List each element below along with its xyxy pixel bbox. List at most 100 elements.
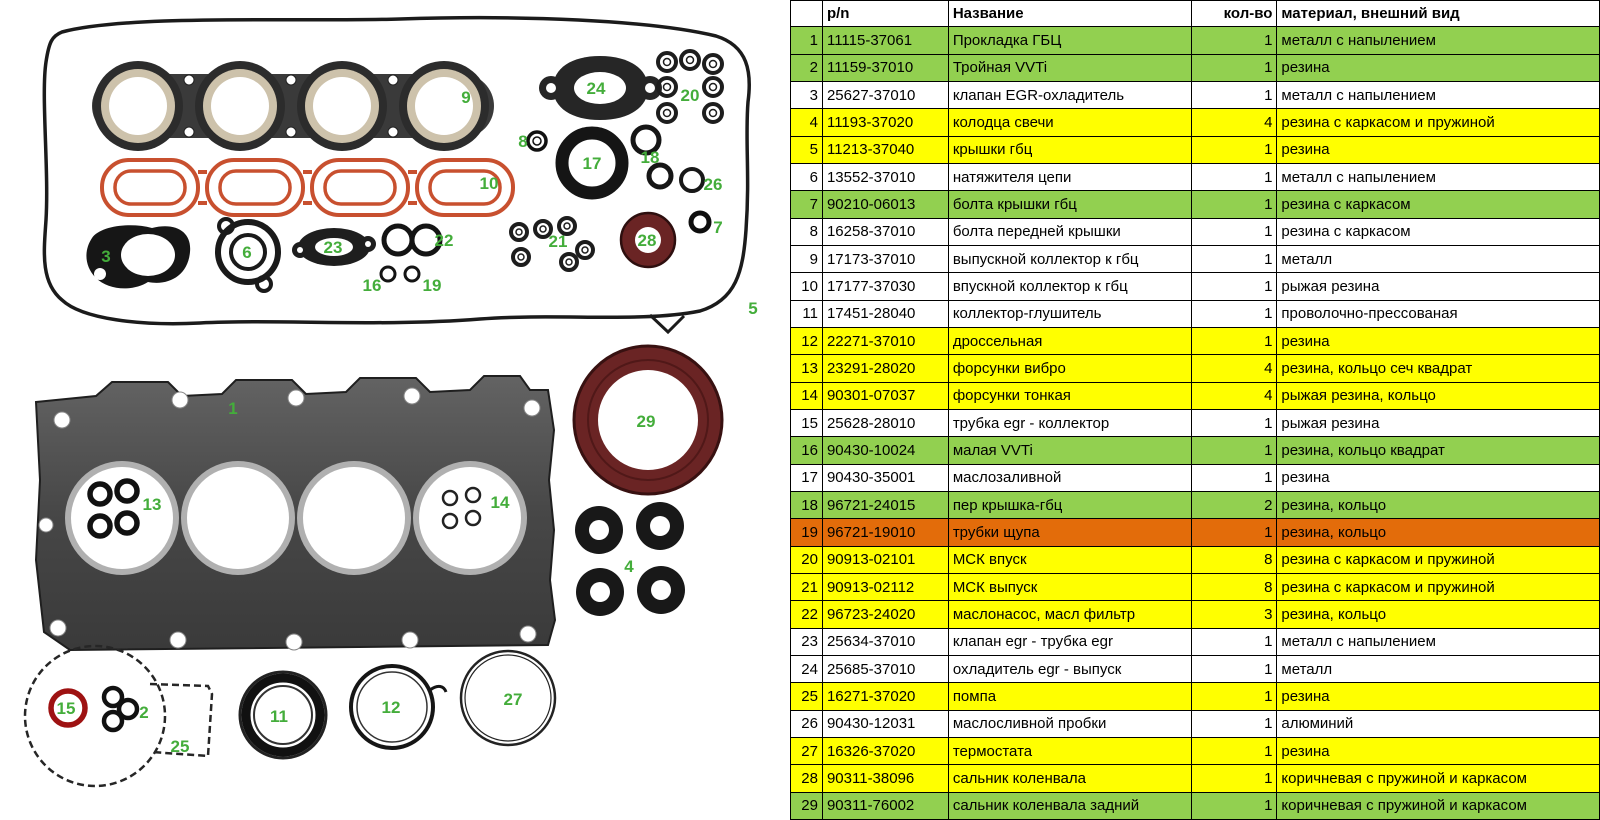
cell-qty[interactable]: 1 bbox=[1191, 191, 1278, 219]
header-qty[interactable]: кол-во bbox=[1191, 0, 1278, 28]
header-pn[interactable]: p/n bbox=[822, 0, 949, 28]
cell-part-number[interactable]: 11159-37010 bbox=[822, 54, 949, 82]
cell-name[interactable]: форсунки тонкая bbox=[948, 382, 1192, 410]
cell-material[interactable]: резина, кольцо квадрат bbox=[1277, 437, 1600, 465]
cell-qty[interactable]: 3 bbox=[1191, 601, 1278, 629]
cell-material[interactable]: резина bbox=[1277, 54, 1600, 82]
cell-material[interactable]: резина с каркасом bbox=[1277, 191, 1600, 219]
cell-part-number[interactable]: 25634-37010 bbox=[822, 628, 949, 656]
cell-name[interactable]: Прокладка ГБЦ bbox=[948, 27, 1192, 55]
cell-name[interactable]: малая VVTi bbox=[948, 437, 1192, 465]
cell-qty[interactable]: 1 bbox=[1191, 765, 1278, 793]
cell-material[interactable]: рыжая резина, кольцо bbox=[1277, 382, 1600, 410]
cell-part-number[interactable]: 11193-37020 bbox=[822, 109, 949, 137]
cell-part-number[interactable]: 96723-24020 bbox=[822, 601, 949, 629]
cell-part-number[interactable]: 90430-10024 bbox=[822, 437, 949, 465]
cell-name[interactable]: натяжителя цепи bbox=[948, 163, 1192, 192]
cell-row-number[interactable]: 7 bbox=[791, 191, 823, 219]
cell-part-number[interactable]: 90301-07037 bbox=[822, 382, 949, 410]
cell-row-number[interactable]: 26 bbox=[791, 710, 823, 738]
cell-row-number[interactable]: 17 bbox=[791, 464, 823, 492]
cell-part-number[interactable]: 25628-28010 bbox=[822, 409, 949, 438]
cell-material[interactable]: металл с напылением bbox=[1277, 163, 1600, 192]
cell-name[interactable]: Тройная VVTi bbox=[948, 54, 1192, 82]
cell-qty[interactable]: 1 bbox=[1191, 245, 1278, 274]
cell-row-number[interactable]: 29 bbox=[791, 792, 823, 820]
cell-name[interactable]: колодца свечи bbox=[948, 109, 1192, 137]
cell-row-number[interactable]: 4 bbox=[791, 109, 823, 137]
cell-name[interactable]: коллектор-глушитель bbox=[948, 300, 1192, 328]
cell-name[interactable]: сальник коленвала задний bbox=[948, 792, 1192, 820]
cell-name[interactable]: дроссельная bbox=[948, 327, 1192, 356]
cell-material[interactable]: металл с напылением bbox=[1277, 27, 1600, 55]
cell-row-number[interactable]: 11 bbox=[791, 300, 823, 328]
cell-name[interactable]: форсунки вибро bbox=[948, 355, 1192, 383]
cell-material[interactable]: резина, кольцо bbox=[1277, 601, 1600, 629]
cell-row-number[interactable]: 8 bbox=[791, 218, 823, 246]
cell-material[interactable]: резина, кольцо bbox=[1277, 491, 1600, 520]
cell-part-number[interactable]: 90430-35001 bbox=[822, 464, 949, 492]
cell-row-number[interactable]: 6 bbox=[791, 163, 823, 192]
cell-material[interactable]: коричневая с пружиной и каркасом bbox=[1277, 792, 1600, 820]
cell-material[interactable]: рыжая резина bbox=[1277, 409, 1600, 438]
cell-part-number[interactable]: 90311-38096 bbox=[822, 765, 949, 793]
cell-row-number[interactable]: 9 bbox=[791, 245, 823, 274]
cell-part-number[interactable]: 11213-37040 bbox=[822, 136, 949, 164]
cell-name[interactable]: МСК выпуск bbox=[948, 573, 1192, 602]
cell-material[interactable]: металл с напылением bbox=[1277, 628, 1600, 656]
cell-row-number[interactable]: 20 bbox=[791, 546, 823, 574]
cell-part-number[interactable]: 25685-37010 bbox=[822, 655, 949, 684]
cell-material[interactable]: резина bbox=[1277, 327, 1600, 356]
cell-material[interactable]: резина bbox=[1277, 464, 1600, 492]
cell-row-number[interactable]: 3 bbox=[791, 81, 823, 110]
cell-qty[interactable]: 1 bbox=[1191, 710, 1278, 738]
cell-part-number[interactable]: 96721-19010 bbox=[822, 519, 949, 547]
cell-row-number[interactable]: 13 bbox=[791, 355, 823, 383]
cell-qty[interactable]: 1 bbox=[1191, 163, 1278, 192]
cell-row-number[interactable]: 19 bbox=[791, 519, 823, 547]
cell-material[interactable]: резина с каркасом и пружиной bbox=[1277, 109, 1600, 137]
cell-name[interactable]: клапан egr - трубка egr bbox=[948, 628, 1192, 656]
cell-qty[interactable]: 1 bbox=[1191, 737, 1278, 766]
cell-part-number[interactable]: 16258-37010 bbox=[822, 218, 949, 246]
cell-material[interactable]: металл bbox=[1277, 655, 1600, 684]
cell-part-number[interactable]: 17173-37010 bbox=[822, 245, 949, 274]
cell-qty[interactable]: 1 bbox=[1191, 300, 1278, 328]
cell-part-number[interactable]: 13552-37010 bbox=[822, 163, 949, 192]
cell-part-number[interactable]: 23291-28020 bbox=[822, 355, 949, 383]
cell-qty[interactable]: 1 bbox=[1191, 218, 1278, 246]
cell-name[interactable]: помпа bbox=[948, 683, 1192, 711]
cell-qty[interactable]: 1 bbox=[1191, 464, 1278, 492]
cell-material[interactable]: резина bbox=[1277, 683, 1600, 711]
cell-name[interactable]: трубка egr - коллектор bbox=[948, 409, 1192, 438]
cell-material[interactable]: резина bbox=[1277, 136, 1600, 164]
cell-part-number[interactable]: 90311-76002 bbox=[822, 792, 949, 820]
cell-qty[interactable]: 1 bbox=[1191, 273, 1278, 301]
cell-row-number[interactable]: 28 bbox=[791, 765, 823, 793]
cell-qty[interactable]: 4 bbox=[1191, 382, 1278, 410]
cell-part-number[interactable]: 25627-37010 bbox=[822, 81, 949, 110]
cell-material[interactable]: металл с напылением bbox=[1277, 81, 1600, 110]
cell-row-number[interactable]: 1 bbox=[791, 27, 823, 55]
cell-row-number[interactable]: 14 bbox=[791, 382, 823, 410]
cell-qty[interactable]: 4 bbox=[1191, 355, 1278, 383]
header-name[interactable]: Название bbox=[948, 0, 1192, 28]
cell-row-number[interactable]: 2 bbox=[791, 54, 823, 82]
cell-material[interactable]: алюминий bbox=[1277, 710, 1600, 738]
cell-qty[interactable]: 1 bbox=[1191, 683, 1278, 711]
cell-material[interactable]: коричневая с пружиной и каркасом bbox=[1277, 765, 1600, 793]
cell-part-number[interactable]: 90430-12031 bbox=[822, 710, 949, 738]
cell-qty[interactable]: 1 bbox=[1191, 628, 1278, 656]
cell-row-number[interactable]: 12 bbox=[791, 327, 823, 356]
cell-qty[interactable]: 1 bbox=[1191, 327, 1278, 356]
cell-row-number[interactable]: 10 bbox=[791, 273, 823, 301]
cell-name[interactable]: впускной коллектор к гбц bbox=[948, 273, 1192, 301]
cell-qty[interactable]: 1 bbox=[1191, 27, 1278, 55]
cell-material[interactable]: проволочно-прессованая bbox=[1277, 300, 1600, 328]
cell-row-number[interactable]: 16 bbox=[791, 437, 823, 465]
cell-row-number[interactable]: 25 bbox=[791, 683, 823, 711]
cell-name[interactable]: термостата bbox=[948, 737, 1192, 766]
cell-name[interactable]: крышки гбц bbox=[948, 136, 1192, 164]
cell-qty[interactable]: 1 bbox=[1191, 437, 1278, 465]
cell-qty[interactable]: 1 bbox=[1191, 409, 1278, 438]
